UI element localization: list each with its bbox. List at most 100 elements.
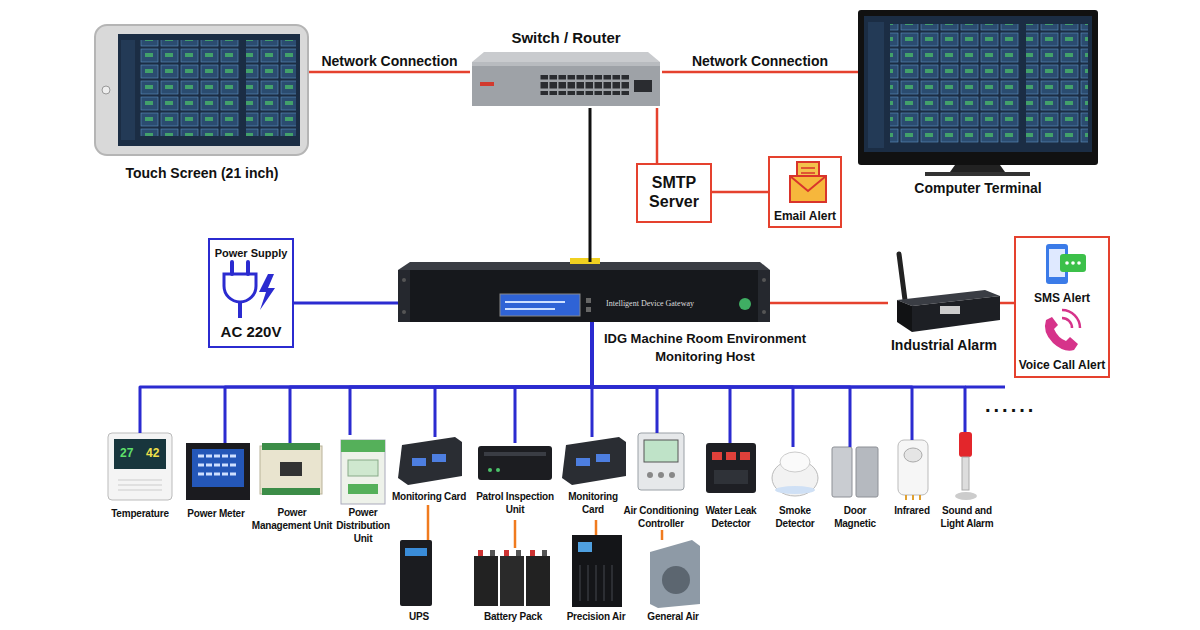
precision-air-picture: [578, 542, 592, 552]
sound-light-alarm-picture: [955, 432, 977, 500]
temperature-sensor-picture: [118, 480, 162, 490]
power-meter-picture: [198, 456, 238, 474]
sensor-device: Temperature: [103, 433, 177, 525]
connector-line: [1000, 302, 1014, 305]
switch-picture: [472, 52, 660, 62]
battery-picture: [490, 550, 495, 556]
node-label: Sound and Light Alarm: [938, 504, 996, 530]
plug-icon: [224, 262, 275, 318]
gateway-picture: [762, 278, 766, 282]
battery-picture: [500, 556, 524, 606]
node-label: AC 220V: [210, 322, 292, 341]
alert-box: SMS AlertVoice Call Alert: [1014, 236, 1110, 378]
power-meter-picture: [186, 443, 250, 500]
plug-icon: [232, 262, 248, 274]
connector-line: [592, 322, 850, 447]
gateway-picture: [739, 298, 751, 310]
smtp-server-box: SMTP Server: [636, 163, 712, 223]
gateway-picture: [402, 278, 406, 282]
water-leak-picture: [714, 470, 748, 484]
tablet-picture: [246, 40, 296, 136]
power-management-unit-picture: [280, 462, 302, 476]
connector-line: [712, 191, 768, 194]
node-label: Smoke Detector: [769, 504, 821, 530]
connector-line: [770, 302, 888, 305]
node-label: Monitoring Card: [390, 490, 468, 503]
sms-icon: [1065, 261, 1069, 265]
switch-picture: [472, 62, 660, 66]
gateway-picture: [758, 270, 770, 322]
temperature-sensor-picture: [114, 439, 166, 469]
tablet-picture: [102, 86, 110, 94]
node-label: Computer Terminal: [858, 179, 1098, 197]
precision-air-picture: [572, 535, 622, 607]
temperature-sensor-picture: [108, 433, 172, 500]
envelope-icon: [790, 176, 826, 202]
node-label: Battery Pack: [474, 610, 552, 623]
battery-picture: [542, 550, 547, 556]
gateway-picture: [402, 310, 406, 314]
node-label: Power Distribution Unit: [334, 506, 392, 545]
monitoring-card-picture: [398, 437, 462, 485]
connector-line: [225, 322, 592, 443]
computer-terminal: Computer Terminal: [858, 10, 1098, 198]
ups-device: UPS: [396, 540, 442, 626]
tablet-picture: [140, 40, 240, 136]
plug-icon: [259, 274, 275, 310]
power-management-unit-picture: [262, 443, 320, 450]
monitoring-card: Monitoring Card: [390, 437, 468, 505]
node-label: Air Conditioning Controller: [621, 504, 701, 530]
node-label: UPS: [396, 610, 442, 623]
ac-controller-picture: [647, 472, 653, 478]
switch-picture: [472, 62, 660, 106]
sensor-device: Infrared: [888, 440, 936, 517]
node-label: Power Meter: [180, 507, 252, 520]
patrol-unit-picture: [488, 468, 492, 472]
alarm-picture: [897, 300, 912, 332]
alarm-picture: [897, 254, 1000, 332]
node-label: Touch Screen (21 inch): [95, 164, 309, 182]
monitor-picture: [925, 172, 1030, 176]
node-label: Voice Call Alert: [1016, 358, 1108, 373]
node-label: Power Supply: [210, 246, 292, 260]
monitoring-card-picture: [398, 437, 462, 485]
ac-controller: Air Conditioning Controller: [621, 433, 701, 530]
ups-picture: [405, 548, 427, 556]
water-leak-picture: [706, 443, 756, 493]
power-unit-device: Power Management Unit: [249, 443, 335, 538]
node-label: General Air: [640, 610, 706, 623]
switch-picture: [480, 82, 494, 86]
air-unit: General Air: [640, 540, 706, 626]
general-air-picture: [650, 540, 700, 608]
tablet-picture: [118, 34, 300, 146]
sound-light-alarm-picture: [959, 432, 972, 457]
water-leak-picture: [712, 452, 722, 460]
ups-picture: [400, 540, 432, 606]
node-label: Patrol Inspection Unit: [472, 490, 558, 516]
email-alert-box: Email Alert: [768, 156, 842, 228]
monitoring-card: Monitoring Card: [560, 437, 626, 520]
sms-icon: [1046, 244, 1086, 284]
smoke-detector-picture: [780, 452, 810, 472]
general-air-picture: [662, 566, 690, 594]
infrared-picture: [898, 440, 928, 495]
node-label: SMS Alert: [1016, 291, 1108, 306]
gateway-picture: [398, 270, 770, 322]
smoke-detector-picture: [775, 486, 815, 494]
general-air-picture: [650, 540, 700, 608]
node-label: SMTP Server: [638, 173, 710, 211]
connector-line: [661, 530, 664, 540]
node-label: Water Leak Detector: [703, 504, 759, 530]
water-leak-picture: [740, 452, 750, 460]
plug-icon: [238, 302, 242, 318]
display-reading: 42: [146, 446, 159, 460]
connector-line: [656, 108, 659, 163]
monitor-picture: [1026, 24, 1088, 144]
tablet-picture: [95, 25, 308, 155]
patrol-unit-picture: [484, 452, 546, 456]
node-label: Industrial Alarm: [888, 336, 1000, 354]
node-label: Infrared: [888, 504, 936, 517]
tablet-picture: [121, 40, 135, 140]
bus-extension: [965, 387, 1005, 388]
